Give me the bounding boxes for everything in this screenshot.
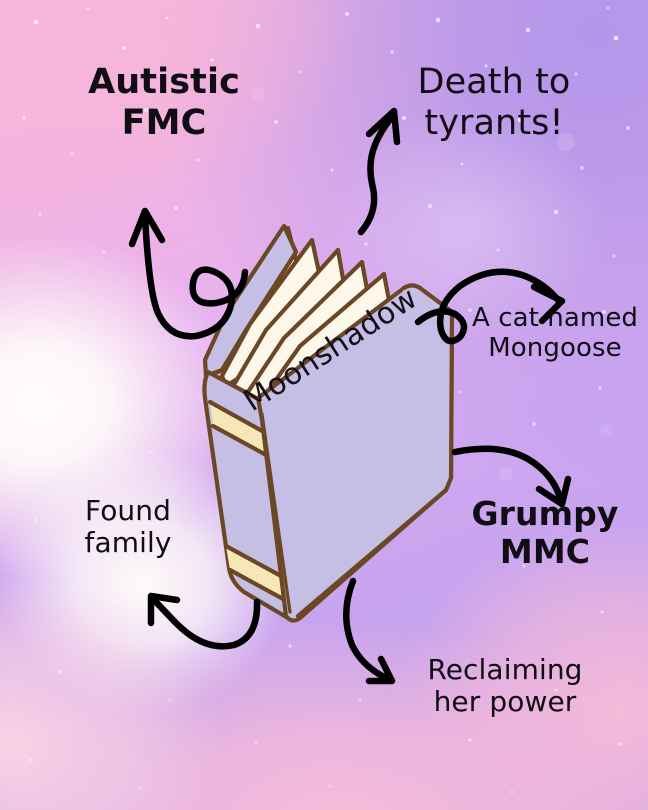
book-illustration: Moonshadow bbox=[202, 223, 455, 623]
label-reclaiming-her-power: Reclaiming her power bbox=[427, 653, 583, 719]
label-found-family: Found family bbox=[84, 494, 172, 560]
arrow-grumpy-mmc bbox=[451, 445, 572, 508]
arrow-found-family bbox=[147, 592, 261, 650]
arrow-death-to-tyrants bbox=[357, 107, 401, 236]
book-spine-band-bottom bbox=[226, 546, 285, 600]
label-autistic-fmc: Autistic FMC bbox=[88, 62, 240, 143]
label-a-cat-named-mongoose: A cat named Mongoose bbox=[471, 303, 639, 364]
arrow-head bbox=[365, 107, 401, 146]
label-death-to-tyrants: Death to tyrants! bbox=[417, 62, 571, 143]
arrow-head bbox=[365, 655, 396, 685]
arrow-autistic-fmc bbox=[128, 207, 249, 340]
arrow-head bbox=[530, 283, 566, 325]
arrow-head bbox=[147, 592, 181, 627]
arrow-head bbox=[128, 207, 166, 248]
book-hinge-line bbox=[260, 412, 292, 614]
label-grumpy-mmc: Grumpy MMC bbox=[471, 494, 619, 572]
book-cover-edge bbox=[295, 283, 455, 619]
arrow-cat-named-mongoose bbox=[414, 268, 566, 345]
arrow-reclaiming-her-power bbox=[343, 577, 396, 685]
book-spine-band-top bbox=[210, 402, 268, 456]
arrow-head bbox=[535, 475, 572, 508]
